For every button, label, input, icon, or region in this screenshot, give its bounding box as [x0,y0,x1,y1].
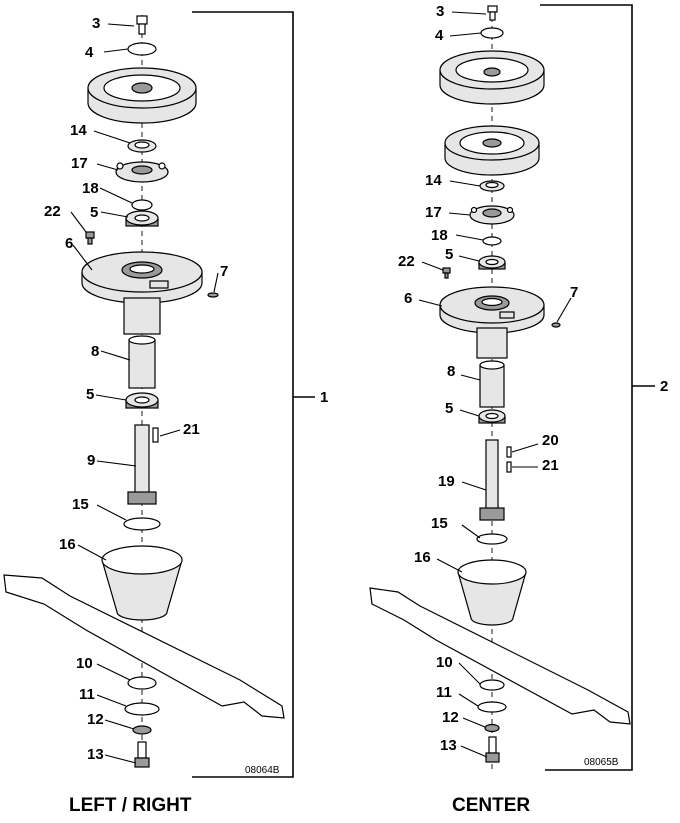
right-callout-16: 16 [414,549,431,566]
right-part-pulley-upper [439,50,545,105]
right-part-pulley-lower [444,125,540,176]
left-part-key-21 [152,427,159,443]
right-part-cup [457,559,527,626]
left-caption: LEFT / RIGHT [69,795,192,816]
right-callout-21: 21 [542,457,559,474]
right-callout-15: 15 [431,515,448,532]
left-callout-8: 8 [91,343,99,360]
left-callout-16: 16 [59,536,76,553]
right-callout-22: 22 [398,253,415,270]
left-part-lockwasher-12 [132,725,152,735]
left-part-bearing-14 [127,139,157,153]
right-part-key-21 [506,461,512,473]
left-callout-18: 18 [82,180,99,197]
right-assembly: 3 4 14 17 18 22 5 6 7 8 5 20 21 19 15 16… [369,3,668,816]
right-callout-18: 18 [431,227,448,244]
right-part-clip-7 [551,322,561,328]
right-callout-7: 7 [570,284,578,301]
right-part-spacer-tube [479,360,505,408]
right-callout-12: 12 [442,709,459,726]
right-callout-5b: 5 [445,400,453,417]
left-part-spacer-18 [131,199,153,211]
left-part-spindle [127,424,157,505]
left-callout-7: 7 [220,263,228,280]
left-callout-3: 3 [92,15,100,32]
left-part-spacer-tube [128,335,156,389]
right-part-washer-10 [479,679,505,691]
right-callout-4: 4 [435,27,444,44]
left-part-bolt-bottom [134,741,150,768]
left-part-grease-fitting [85,231,95,245]
left-assembly-label: 1 [320,389,328,406]
right-part-flange [469,205,515,225]
left-part-pulley [87,67,197,124]
left-callout-11: 11 [79,686,95,703]
left-part-bearing-5-upper [125,210,159,227]
left-callout-5a: 5 [90,204,98,221]
left-callout-13: 13 [87,746,104,763]
right-callout-19: 19 [438,473,455,490]
right-part-lockwasher-12 [484,723,500,733]
right-part-spacer-18 [482,236,502,246]
right-part-bolt-bottom [485,736,500,763]
left-callout-22: 22 [44,203,61,220]
left-callout-6: 6 [65,235,73,252]
right-part-bearing-5-upper [478,255,506,270]
left-part-blade [3,574,285,719]
left-callout-4: 4 [85,44,94,61]
left-part-bolt-top [136,15,148,35]
right-part-washer-15 [476,533,508,545]
right-part-grease-fitting [442,267,451,279]
right-callout-8: 8 [447,363,455,380]
right-part-blade [369,587,631,725]
right-part-bearing-5-lower [478,409,506,424]
left-callout-14: 14 [70,122,87,139]
right-assembly-label: 2 [660,378,668,395]
left-part-washer-10 [127,676,157,690]
right-callout-10: 10 [436,654,453,671]
left-callout-21: 21 [183,421,200,438]
left-part-bearing-5-lower [125,392,159,409]
left-part-washer-15 [123,517,161,531]
right-callout-20: 20 [542,432,559,449]
right-callout-13: 13 [440,737,457,754]
right-callout-5a: 5 [445,246,453,263]
right-part-spindle [479,439,505,521]
left-part-housing [81,251,203,335]
left-callout-17: 17 [71,155,88,172]
right-callout-14: 14 [425,172,442,189]
right-part-washer-top [480,27,504,39]
left-part-washer-top [127,42,157,56]
left-part-cup [101,545,183,621]
left-callout-12: 12 [87,711,104,728]
right-callout-3: 3 [436,3,444,20]
right-part-bolt-top [487,5,498,21]
right-callout-6: 6 [404,290,412,307]
left-callout-15: 15 [72,496,89,513]
left-callout-5b: 5 [86,386,94,403]
left-assembly: 3 4 14 17 18 22 5 6 7 8 5 21 9 15 16 10 … [3,11,328,816]
right-part-housing [439,286,545,359]
right-part-washer-11 [477,701,507,713]
left-callout-9: 9 [87,452,95,469]
right-callout-11: 11 [436,684,452,701]
right-drawing-code: 08065B [584,757,619,768]
left-part-clip-7 [207,292,219,298]
right-callout-17: 17 [425,204,442,221]
right-caption: CENTER [452,795,530,816]
left-drawing-code: 08064B [245,765,280,776]
right-part-key-20 [506,446,512,458]
left-part-washer-11 [124,702,160,716]
left-callout-10: 10 [76,655,93,672]
right-part-bearing-14 [479,180,505,192]
left-part-flange [115,161,169,183]
